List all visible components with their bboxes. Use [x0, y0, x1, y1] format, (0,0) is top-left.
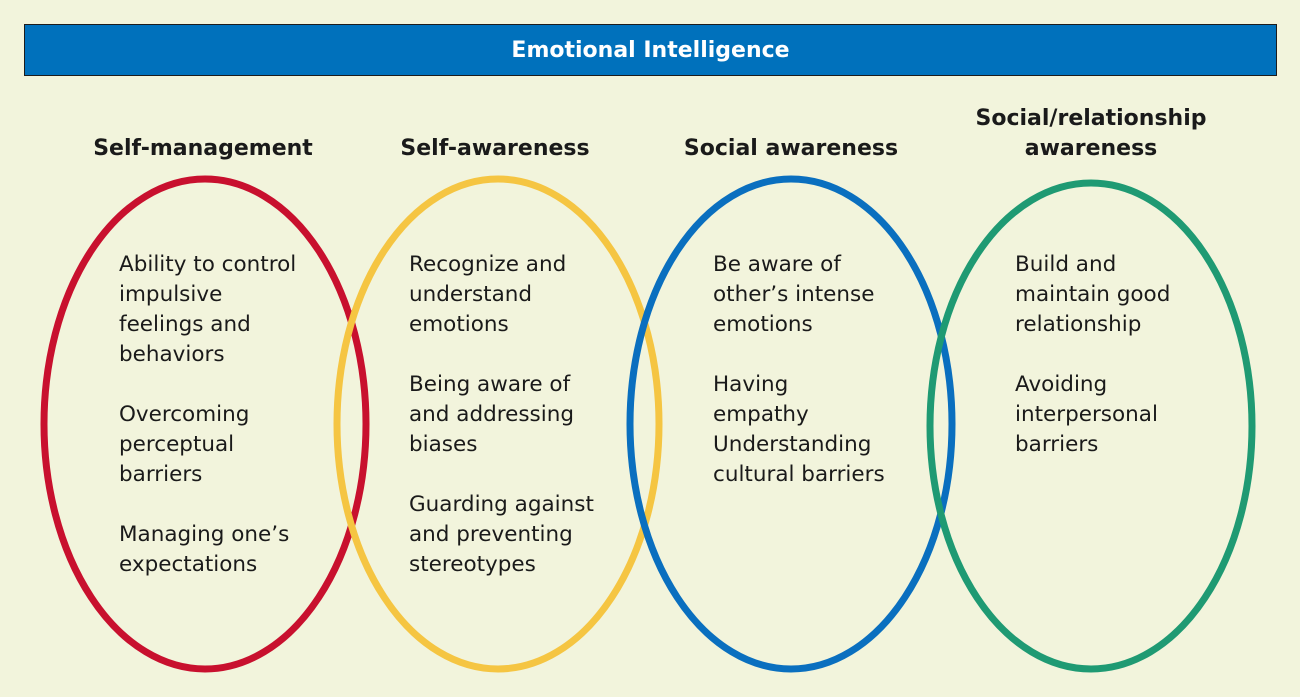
- self-management-list: Ability to control impulsive feelings an…: [119, 250, 339, 610]
- list-item: Being aware of and addressing biases: [409, 372, 574, 457]
- relationship-awareness-list: Build and maintain good relationship Avo…: [1015, 250, 1235, 490]
- heading-relationship-awareness: Social/relationship awareness: [975, 106, 1207, 161]
- heading-self-management: Self-management: [93, 136, 313, 161]
- list-item: Ability to control impulsive feelings an…: [119, 252, 297, 367]
- list-item: Build and maintain good relationship: [1015, 252, 1171, 337]
- social-awareness-list: Be aware of other’s intense emotions Hav…: [713, 250, 933, 520]
- list-item: Having empathy Understanding cultural ba…: [713, 372, 885, 487]
- heading-social-awareness: Social awareness: [683, 136, 899, 161]
- list-item: Managing one’s expectations: [119, 522, 290, 577]
- list-item: Overcoming perceptual barriers: [119, 402, 250, 487]
- list-item: Be aware of other’s intense emotions: [713, 252, 875, 337]
- list-item: Recognize and understand emotions: [409, 252, 567, 337]
- social-awareness-ellipse: [626, 175, 956, 673]
- title-bar: Emotional Intelligence: [24, 24, 1277, 76]
- self-awareness-list: Recognize and understand emotions Being …: [409, 250, 629, 610]
- relationship-awareness-ellipse: [926, 179, 1256, 673]
- diagram-title: Emotional Intelligence: [511, 37, 790, 63]
- self-management-ellipse: [40, 175, 370, 673]
- list-item: Avoiding interpersonal barriers: [1015, 372, 1158, 457]
- list-item: Guarding against and preventing stereoty…: [409, 492, 594, 577]
- self-awareness-ellipse: [333, 175, 663, 673]
- heading-self-awareness: Self-awareness: [400, 136, 590, 161]
